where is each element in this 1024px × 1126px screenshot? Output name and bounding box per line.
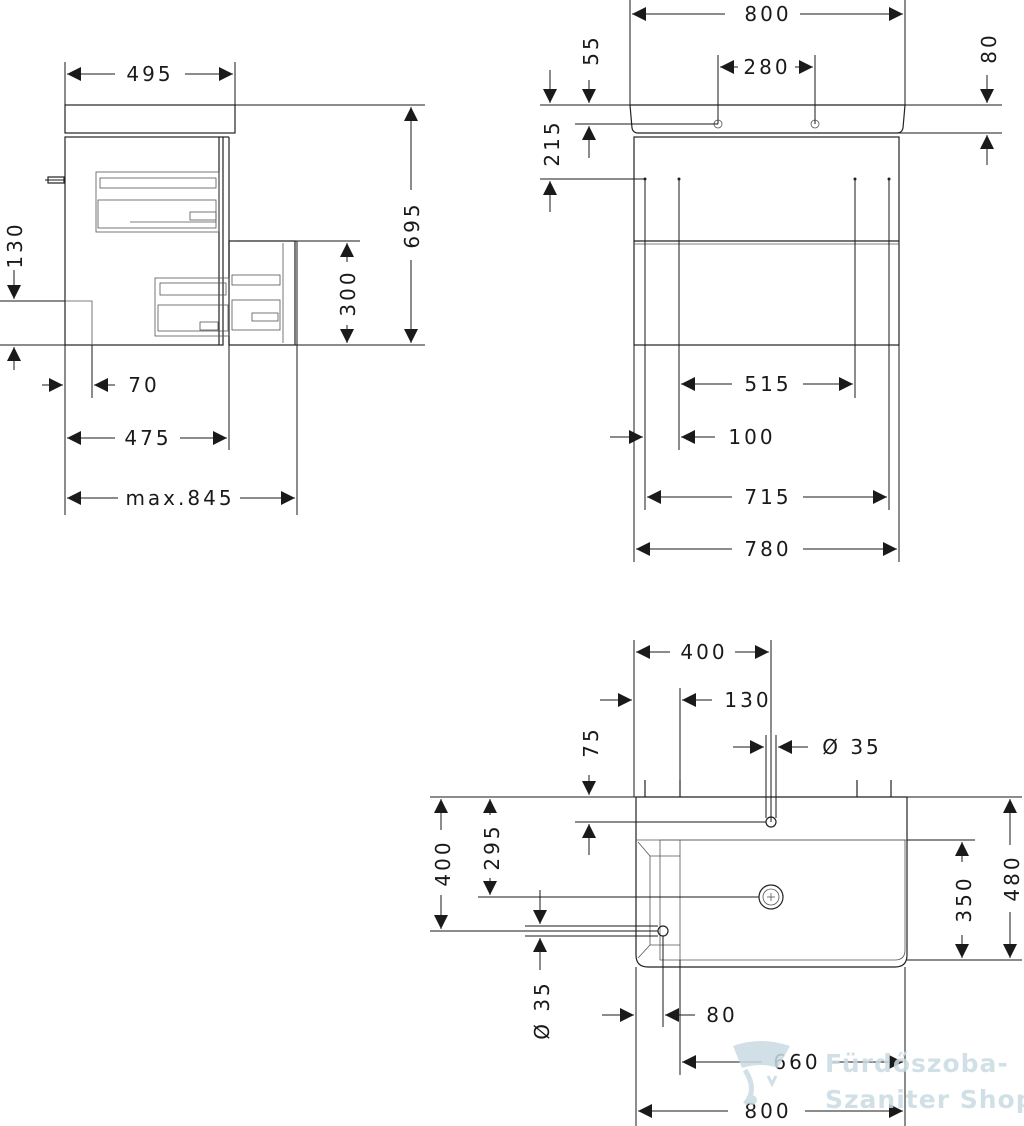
- watermark-line1: Fürdőszoba-: [825, 1049, 1009, 1078]
- side-offset-70-label: 70: [128, 373, 159, 397]
- overflow-hole: [657, 925, 669, 937]
- side-height-695-label: 695: [400, 201, 424, 248]
- side-siphon-130-label: 130: [3, 221, 27, 268]
- front-width-715-label: 715: [744, 485, 791, 509]
- front-inner-515-label: 515: [744, 372, 791, 396]
- side-width-495-label: 495: [126, 62, 173, 86]
- front-view: 800 280 55 215 80 515: [540, 0, 1002, 562]
- top-75-label: 75: [579, 726, 603, 757]
- side-drawer-300-label: 300: [336, 269, 360, 316]
- front-width-800-label: 800: [744, 2, 791, 26]
- front-width-780-label: 780: [744, 537, 791, 561]
- side-max-depth-label: max.845: [125, 486, 234, 510]
- top-tap-diameter-label: Ø 35: [822, 735, 882, 759]
- top-295-label: 295: [480, 823, 504, 870]
- front-tap-spacing-280-label: 280: [743, 55, 790, 79]
- top-view: 400 130 Ø 35 75 400 295 Ø 35: [430, 640, 1024, 1126]
- top-130-label: 130: [724, 688, 771, 712]
- side-view: 495 695 300 130 70 475 max.845: [0, 62, 425, 515]
- front-hole-215-label: 215: [540, 119, 564, 166]
- front-top-55-label: 55: [579, 34, 603, 65]
- top-80-label: 80: [706, 1003, 737, 1027]
- front-offset-100-label: 100: [728, 425, 775, 449]
- top-400-vertical-label: 400: [431, 839, 455, 886]
- watermark-line2: Szaniter Shop: [825, 1085, 1024, 1114]
- top-480-label: 480: [1000, 854, 1024, 901]
- watermark-logo: Fürdőszoba- Szaniter Shop: [733, 1041, 1024, 1114]
- top-drain-diameter-label: Ø 35: [530, 980, 554, 1040]
- top-400-horizontal-label: 400: [680, 640, 727, 664]
- front-top-80-label: 80: [977, 32, 1001, 63]
- side-depth-475-label: 475: [124, 426, 171, 450]
- top-350-label: 350: [952, 875, 976, 922]
